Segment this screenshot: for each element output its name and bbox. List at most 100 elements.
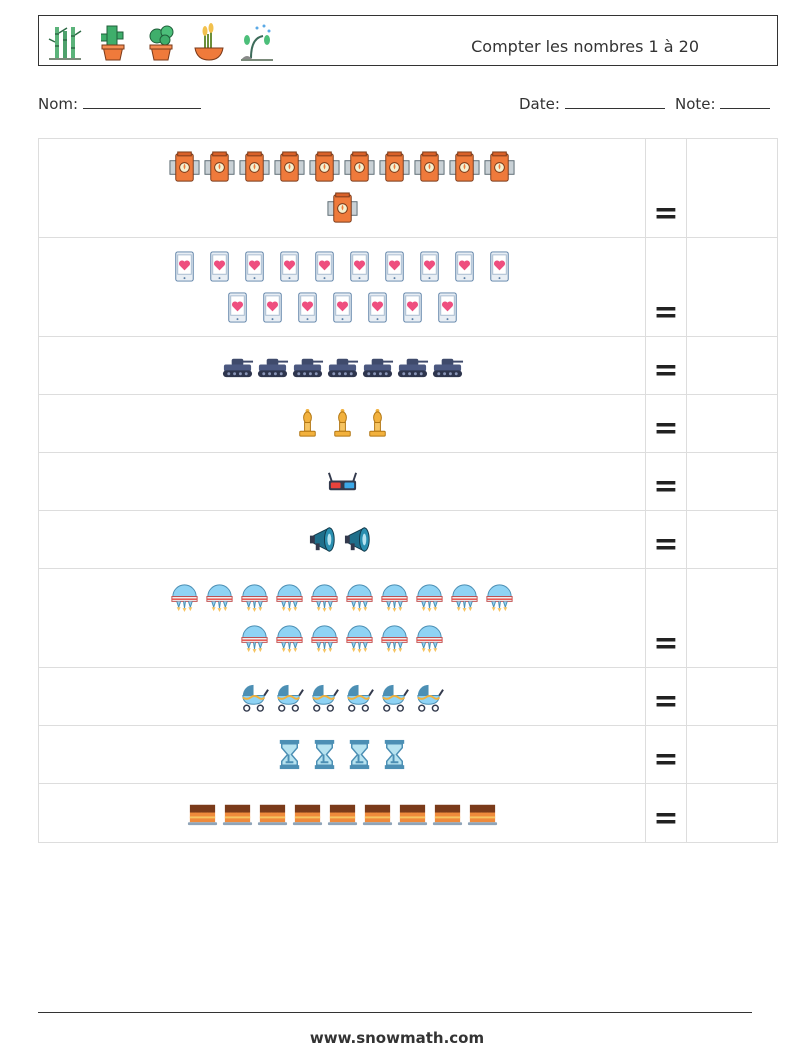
jellyfish-ufo-icon: [448, 581, 481, 614]
hourglass-icon: [378, 738, 411, 771]
fuel-can-icon: [343, 151, 376, 184]
answer-cell[interactable]: [687, 668, 777, 725]
phone-heart-icon: [431, 291, 464, 324]
fuel-can-icon: [168, 151, 201, 184]
pictures-cell: [39, 139, 646, 237]
counting-row: =: [39, 395, 777, 453]
counting-grid: ==========: [38, 138, 778, 843]
counting-row: =: [39, 569, 777, 668]
answer-cell[interactable]: [687, 395, 777, 452]
date-blank[interactable]: [564, 94, 665, 109]
hourglass-icon: [308, 738, 341, 771]
cake-icon: [186, 797, 219, 830]
equals-cell: =: [646, 569, 687, 667]
cake-icon: [221, 797, 254, 830]
tank-icon: [326, 349, 359, 382]
note-field[interactable]: Note:: [675, 94, 771, 113]
jellyfish-ufo-icon: [203, 581, 236, 614]
answer-cell[interactable]: [687, 238, 777, 336]
phone-heart-icon: [483, 250, 516, 283]
answer-cell[interactable]: [687, 784, 777, 842]
phone-heart-icon: [413, 250, 446, 283]
date-field[interactable]: Date:: [519, 94, 665, 113]
jellyfish-ufo-icon: [168, 581, 201, 614]
cake-icon: [396, 797, 429, 830]
plant-icons: [45, 22, 277, 62]
pictures-line: [238, 680, 446, 713]
jellyfish-ufo-icon: [273, 581, 306, 614]
chess-bishop-icon: [326, 407, 359, 440]
pictures-line: [308, 523, 376, 556]
equals-sign: =: [653, 626, 679, 661]
equals-cell: =: [646, 395, 687, 452]
equals-cell: =: [646, 139, 687, 237]
equals-sign: =: [653, 295, 679, 330]
equals-sign: =: [653, 196, 679, 231]
footer-divider: [38, 1012, 752, 1013]
phone-heart-icon: [378, 250, 411, 283]
equals-cell: =: [646, 668, 687, 725]
footer-website: www.snowmath.com: [309, 1029, 485, 1047]
equals-cell: =: [646, 453, 687, 510]
equals-sign: =: [653, 469, 679, 504]
tank-icon: [221, 349, 254, 382]
answer-cell[interactable]: [687, 139, 777, 237]
name-blank[interactable]: [82, 94, 201, 109]
phone-heart-icon: [203, 250, 236, 283]
tank-icon: [361, 349, 394, 382]
note-blank[interactable]: [720, 94, 771, 109]
cactus-pot-icon: [149, 25, 174, 61]
answer-cell[interactable]: [687, 726, 777, 783]
fuel-can-icon: [483, 151, 516, 184]
name-field[interactable]: Nom:: [38, 94, 201, 113]
phone-heart-icon: [168, 250, 201, 283]
date-label: Date:: [519, 95, 560, 113]
equals-cell: =: [646, 337, 687, 394]
fuel-can-icon: [448, 151, 481, 184]
watering-plant-icon: [241, 24, 273, 61]
baby-stroller-icon: [343, 680, 376, 713]
fuel-can-icon: [326, 192, 359, 225]
note-label: Note:: [675, 95, 716, 113]
fuel-can-icon: [273, 151, 306, 184]
answer-cell[interactable]: [687, 337, 777, 394]
cake-icon: [466, 797, 499, 830]
counting-row: =: [39, 337, 777, 395]
hourglass-icon: [273, 738, 306, 771]
equals-cell: =: [646, 784, 687, 842]
hourglass-icon: [343, 738, 376, 771]
name-label: Nom:: [38, 95, 79, 113]
counting-row: =: [39, 453, 777, 511]
equals-sign: =: [653, 801, 679, 836]
pictures-line: [238, 622, 446, 655]
jellyfish-ufo-icon: [413, 622, 446, 655]
cake-icon: [326, 797, 359, 830]
phone-heart-icon: [361, 291, 394, 324]
cake-icon: [291, 797, 324, 830]
equals-sign: =: [653, 411, 679, 446]
baby-stroller-icon: [413, 680, 446, 713]
pictures-cell: [39, 569, 646, 667]
answer-cell[interactable]: [687, 453, 777, 510]
jellyfish-ufo-icon: [273, 622, 306, 655]
fuel-can-icon: [203, 151, 236, 184]
jellyfish-ufo-icon: [378, 622, 411, 655]
answer-cell[interactable]: [687, 511, 777, 568]
pictures-line: [273, 738, 411, 771]
tank-icon: [291, 349, 324, 382]
counting-row: =: [39, 139, 777, 238]
pictures-line: [168, 250, 516, 283]
phone-heart-icon: [396, 291, 429, 324]
pictures-line: [168, 151, 516, 184]
equals-sign: =: [653, 353, 679, 388]
equals-sign: =: [653, 684, 679, 719]
3d-glasses-icon: [326, 465, 359, 498]
worksheet-title: Compter les nombres 1 à 20: [471, 37, 699, 56]
counting-row: =: [39, 238, 777, 337]
jellyfish-ufo-icon: [378, 581, 411, 614]
answer-cell[interactable]: [687, 569, 777, 667]
baby-stroller-icon: [238, 680, 271, 713]
fuel-can-icon: [308, 151, 341, 184]
pictures-cell: [39, 337, 646, 394]
jellyfish-ufo-icon: [483, 581, 516, 614]
